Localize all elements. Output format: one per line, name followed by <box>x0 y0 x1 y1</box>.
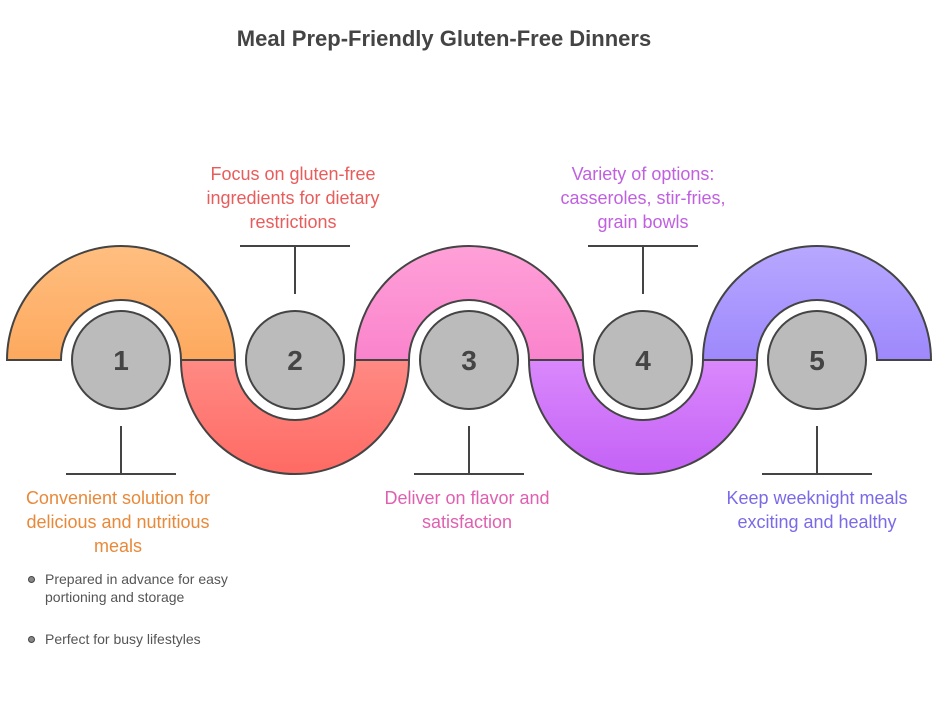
step-4-arc <box>527 359 759 475</box>
step-5-number-circle <box>767 310 867 410</box>
step-5-arc <box>701 245 933 361</box>
step-4-label: Variety of options: casseroles, stir-fri… <box>560 164 726 232</box>
step-2-number-circle <box>245 310 345 410</box>
step-1-arc <box>5 245 237 361</box>
diagram-title: Meal Prep-Friendly Gluten-Free Dinners <box>236 26 652 51</box>
step-5-number: 5 <box>809 345 825 376</box>
step-1-bullet-list: Prepared in advance for easy portioning … <box>28 570 228 672</box>
step-2-label: Focus on gluten-free ingredients for die… <box>206 164 380 232</box>
step-2-number: 2 <box>287 345 303 376</box>
step-1-number-circle <box>71 310 171 410</box>
step-3-number-circle <box>419 310 519 410</box>
step-3-arc <box>353 245 585 361</box>
step-1-number: 1 <box>113 345 129 376</box>
step-5-label: Keep weeknight meals exciting and health… <box>726 488 908 532</box>
step-4-number: 4 <box>635 345 651 376</box>
step-2-arc <box>179 359 411 475</box>
step-1-label: Convenient solution for delicious and nu… <box>25 488 211 556</box>
step-3-number: 3 <box>461 345 477 376</box>
step-4-number-circle <box>593 310 693 410</box>
bullet-item: Prepared in advance for easy portioning … <box>28 570 228 606</box>
bullet-item: Perfect for busy lifestyles <box>28 630 228 648</box>
step-3-label: Deliver on flavor and satisfaction <box>384 488 550 532</box>
bullet-dot-icon <box>28 576 35 583</box>
bullet-dot-icon <box>28 636 35 643</box>
